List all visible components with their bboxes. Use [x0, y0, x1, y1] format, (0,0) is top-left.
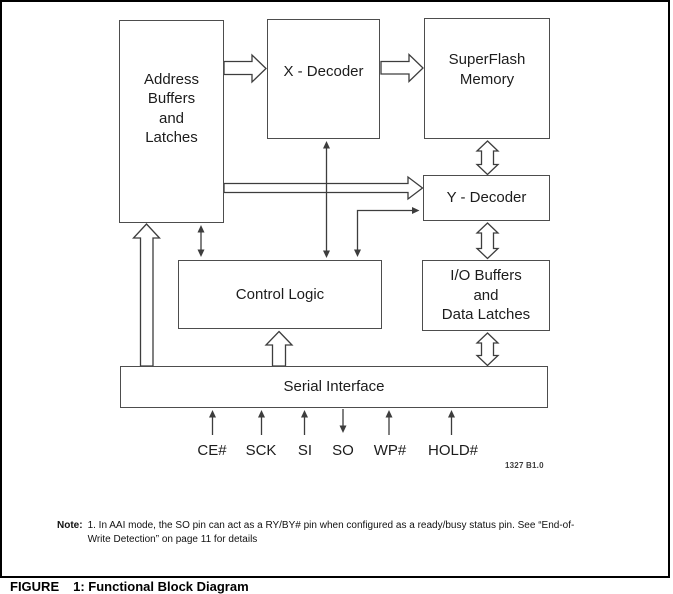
figure-caption-label: FIGURE [10, 579, 60, 594]
figure-caption: FIGURE 1: Functional Block Diagram [10, 579, 249, 594]
pin-label-hold: HOLD# [427, 442, 479, 459]
block-superflash-memory: SuperFlash Memory [424, 18, 550, 139]
block-y-decoder: Y - Decoder [423, 175, 550, 221]
pin-label-so: SO [332, 442, 354, 459]
block-io-buffers: I/O Buffers and Data Latches [422, 260, 550, 331]
pin-label-ce: CE# [197, 442, 227, 459]
block-address-buffers: Address Buffers and Latches [119, 20, 224, 223]
block-x-decoder: X - Decoder [267, 19, 380, 139]
figure-border [0, 0, 670, 578]
footnote-line2: Write Detection” on page 11 for details [87, 533, 258, 545]
figure-caption-title: 1: Functional Block Diagram [73, 579, 249, 594]
block-serial-interface: Serial Interface [120, 366, 548, 408]
footnote-line1: 1. In AAI mode, the SO pin can act as a … [87, 520, 575, 531]
pin-label-wp: WP# [373, 442, 407, 459]
pin-label-si: SI [297, 442, 313, 459]
footnote-label: Note: [57, 520, 83, 531]
drawing-revision-stamp: 1327 B1.0 [505, 461, 544, 470]
block-control-logic: Control Logic [178, 260, 382, 329]
footnote-text: 1. In AAI mode, the SO pin can act as a … [88, 519, 575, 546]
pin-label-sck: SCK [245, 442, 277, 459]
footnote: Note: 1. In AAI mode, the SO pin can act… [57, 519, 637, 546]
